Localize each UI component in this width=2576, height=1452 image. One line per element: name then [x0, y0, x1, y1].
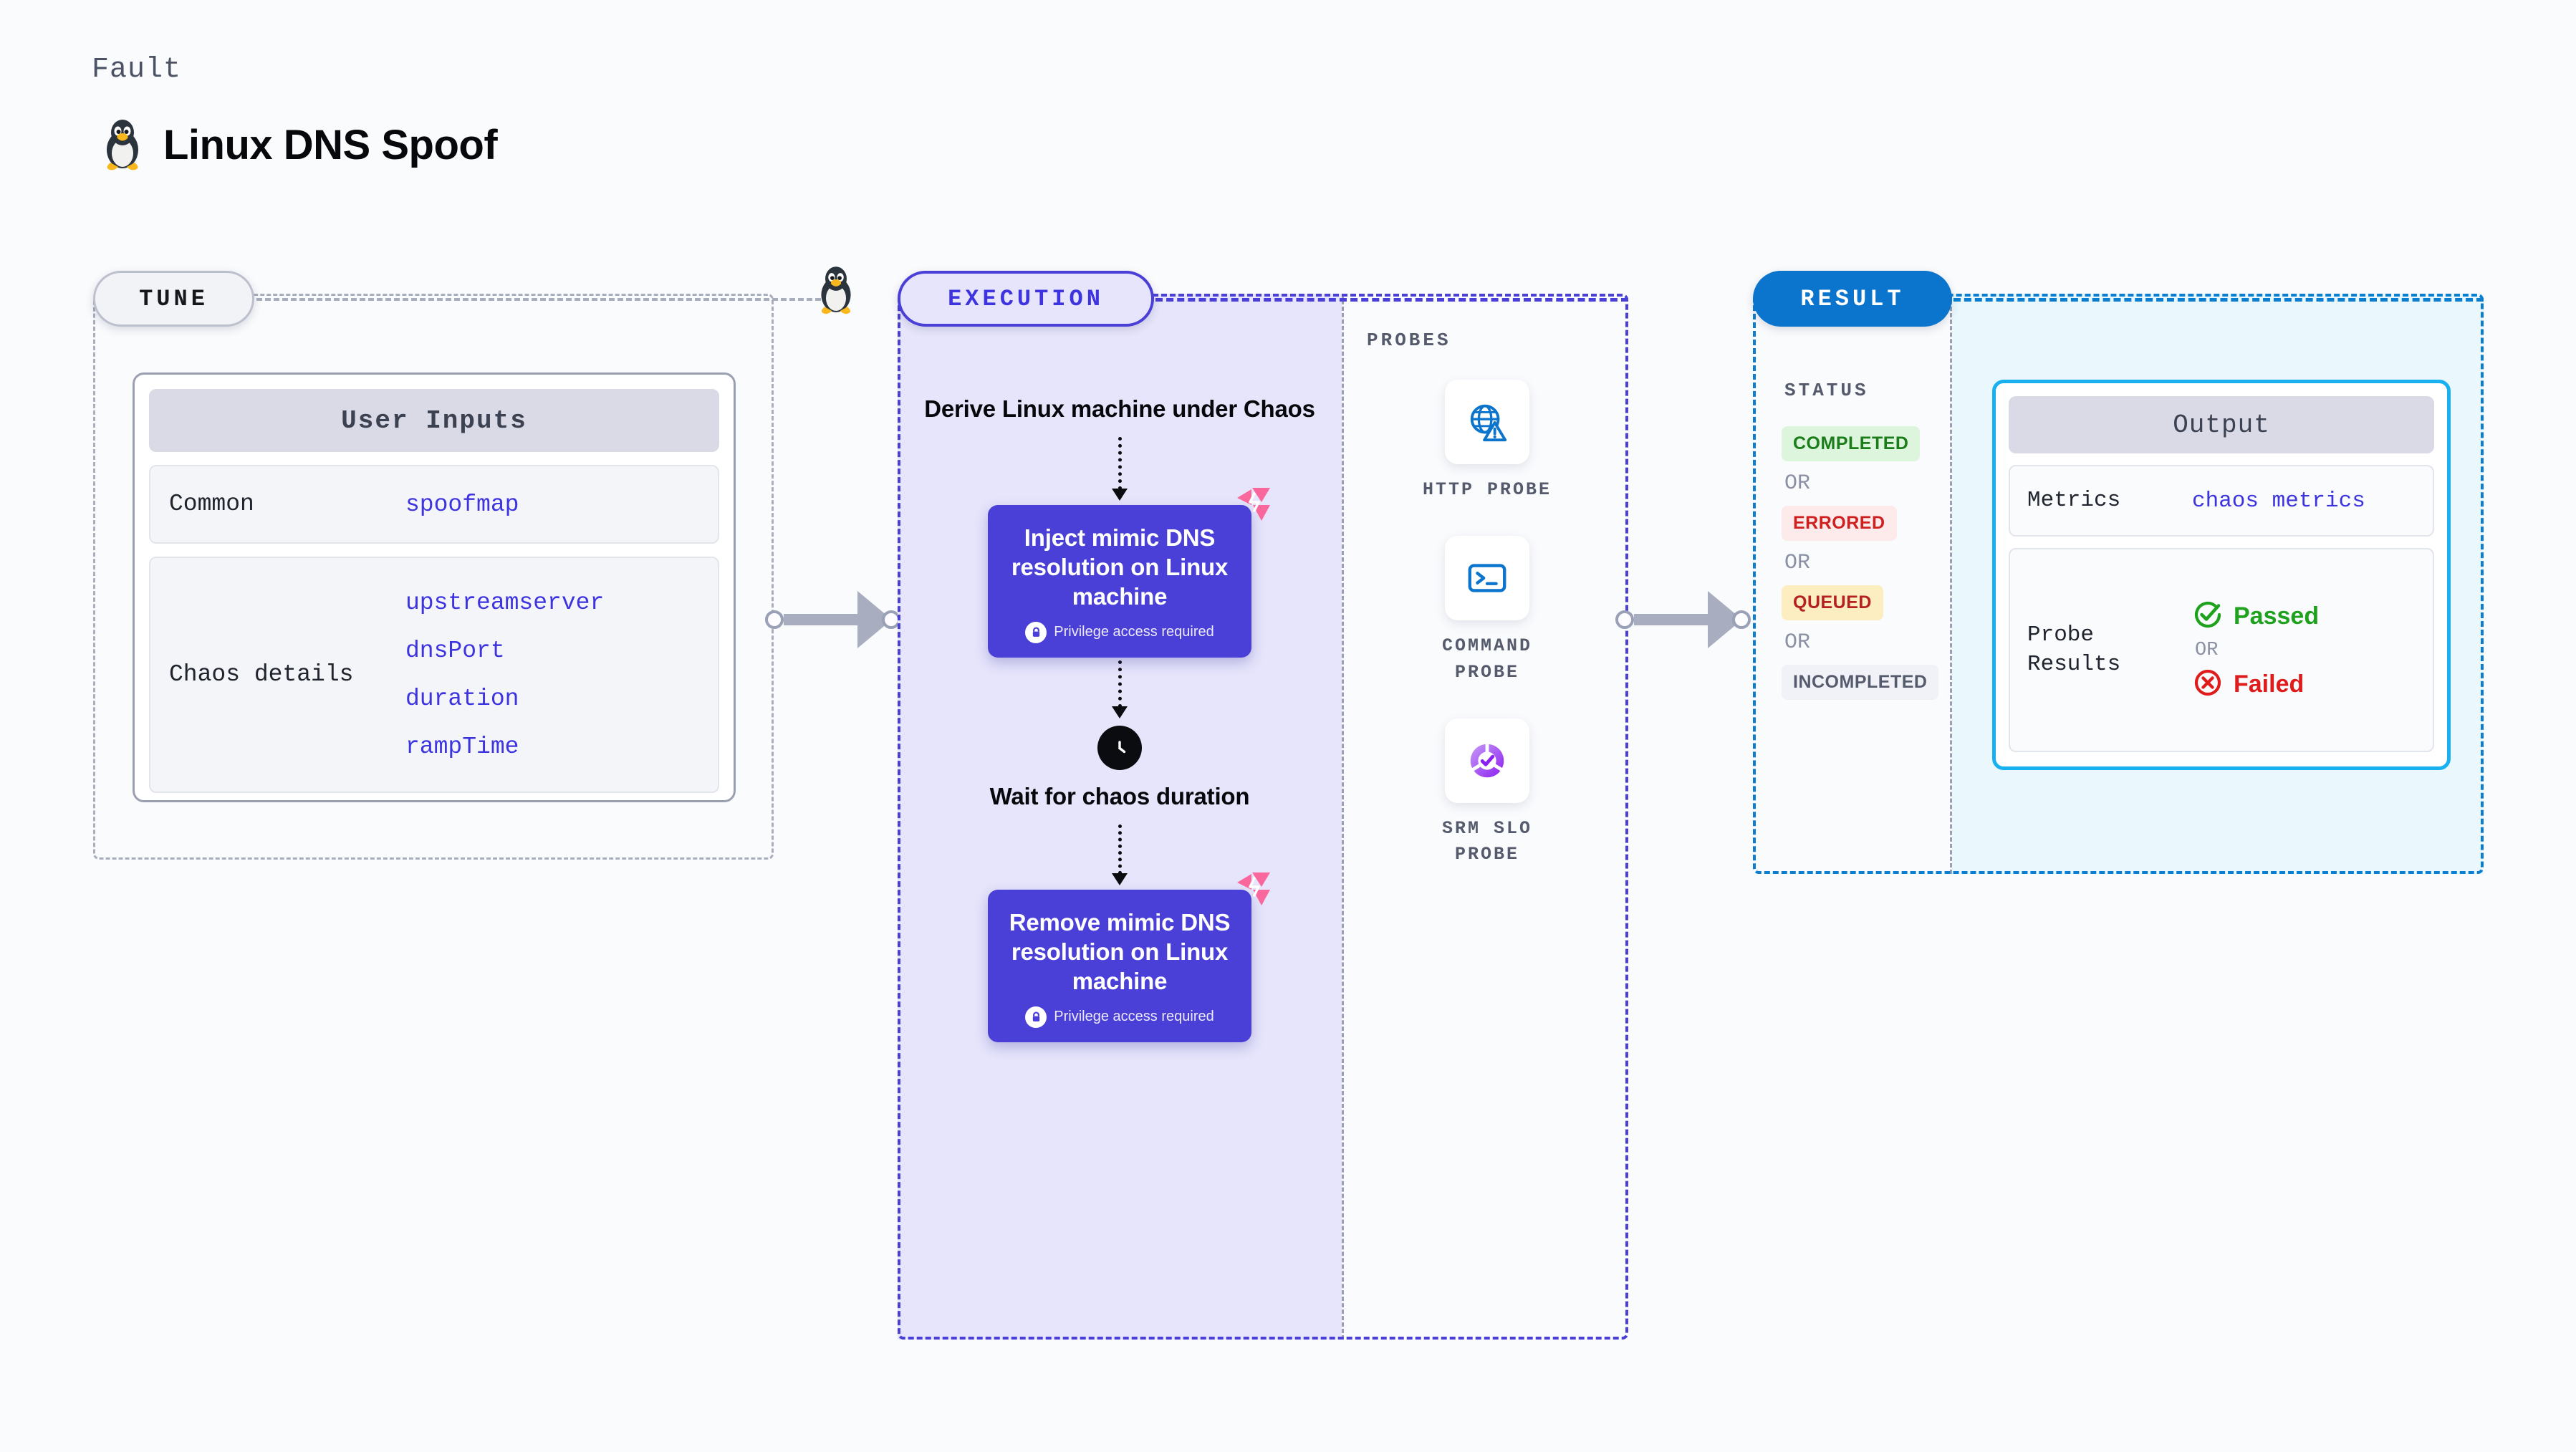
execution-connector-line: [1155, 298, 1628, 302]
execution-flow: Derive Linux machine under Chaos Inject …: [898, 394, 1342, 1042]
status-or-label: OR: [1784, 471, 1811, 496]
result-stage: STATUS COMPLETED OR ERRORED OR QUEUED OR…: [1753, 271, 2484, 874]
page-title-row: Linux DNS Spoof: [100, 118, 498, 171]
probe-result-failed: Failed: [2192, 667, 2319, 702]
probe-srm-slo[interactable]: SRM SLO PROBE: [1405, 718, 1570, 868]
execution-step-label: Remove mimic DNS resolution on Linux mac…: [1009, 909, 1231, 994]
output-key-probe-results: Probe Results: [2027, 622, 2121, 677]
linux-penguin-icon: [815, 265, 857, 319]
status-badge-queued: QUEUED: [1782, 585, 1883, 620]
output-key-metrics: Metrics: [2027, 487, 2121, 513]
input-param[interactable]: spoofmap: [405, 491, 519, 518]
probe-result-options: Passed OR Failed: [2192, 599, 2319, 702]
tune-stage: TUNE User Inputs Common: [93, 266, 851, 860]
connector-start-dot: [765, 610, 784, 629]
execution-step-derive: Derive Linux machine under Chaos: [924, 395, 1315, 422]
check-circle-icon: [2192, 599, 2224, 634]
status-badge-errored: ERRORED: [1782, 506, 1897, 541]
flow-arrow-down: [1112, 437, 1128, 501]
result-connector-line: [1953, 298, 2484, 302]
result-status-column: STATUS COMPLETED OR ERRORED OR QUEUED OR…: [1753, 294, 1952, 874]
tune-stage-pill[interactable]: TUNE: [93, 271, 254, 327]
result-output-panel: Output Metrics chaos metrics Probe Resul…: [1952, 294, 2484, 874]
user-inputs-card: User Inputs Common spoofmap Chaos detail…: [133, 372, 736, 802]
execution-step-remove[interactable]: Remove mimic DNS resolution on Linux mac…: [988, 872, 1270, 1042]
probe-result-failed-label: Failed: [2234, 670, 2305, 698]
flow-arrow-down: [1112, 824, 1128, 886]
probe-name: COMMAND PROBE: [1441, 635, 1533, 683]
tune-connector-line: [256, 298, 830, 301]
status-label: STATUS: [1784, 380, 1869, 401]
input-param[interactable]: duration: [405, 686, 519, 712]
connector-end-dot: [1732, 610, 1751, 629]
probe-command[interactable]: COMMAND PROBE: [1405, 536, 1570, 686]
execution-stage-pill[interactable]: EXECUTION: [898, 271, 1154, 327]
x-circle-icon: [2192, 667, 2224, 702]
connector-bar: [784, 614, 859, 625]
probe-result-passed-label: Passed: [2234, 602, 2320, 630]
globe-warning-icon: [1445, 380, 1529, 464]
user-inputs-row-chaos-details: Chaos details upstreamserver dnsPort dur…: [149, 557, 719, 793]
linux-penguin-icon: [100, 118, 145, 171]
clock-icon: [1097, 725, 1142, 770]
privilege-text: Privilege access required: [1054, 1009, 1214, 1025]
connector-tune-to-execution: [765, 591, 900, 648]
input-param[interactable]: dnsPort: [405, 638, 505, 664]
input-group-label: Common: [169, 491, 254, 518]
probes-panel: PROBES: [1342, 294, 1628, 1340]
result-stage-border: [1753, 294, 2484, 874]
status-badge-incompleted: INCOMPLETED: [1782, 665, 1939, 700]
status-or-label: OR: [1784, 551, 1811, 575]
execution-stage-border: [898, 294, 1628, 1340]
input-param[interactable]: upstreamserver: [405, 590, 605, 616]
status-badge-completed: COMPLETED: [1782, 426, 1921, 461]
privilege-note: Privilege access required: [1025, 621, 1214, 643]
execution-step-label: Inject mimic DNS resolution on Linux mac…: [1011, 524, 1229, 610]
chaos-badge-icon: [1233, 871, 1272, 910]
srm-slo-check-icon: [1445, 718, 1529, 803]
probe-name: HTTP PROBE: [1422, 479, 1552, 500]
connector-execution-to-result: [1615, 591, 1751, 648]
result-stage-pill[interactable]: RESULT: [1753, 271, 1952, 327]
connector-start-dot: [1615, 610, 1634, 629]
output-row-probe-results: Probe Results Passed OR: [2009, 548, 2434, 752]
input-value-list: spoofmap: [405, 491, 519, 518]
lock-icon: [1025, 621, 1047, 643]
privilege-note: Privilege access required: [1025, 1006, 1214, 1028]
user-inputs-row-common: Common spoofmap: [149, 465, 719, 544]
flow-arrow-down: [1112, 660, 1128, 718]
fault-kicker-label: Fault: [92, 54, 182, 86]
lock-icon: [1025, 1006, 1047, 1028]
probe-http[interactable]: HTTP PROBE: [1423, 380, 1552, 503]
chaos-badge-icon: [1233, 486, 1272, 526]
probe-result-or-label: OR: [2195, 639, 2219, 661]
execution-stage: PROBES: [898, 271, 1628, 1340]
input-value-list: upstreamserver dnsPort duration rampTime: [405, 590, 604, 760]
user-inputs-title: User Inputs: [149, 389, 719, 452]
status-list: COMPLETED OR ERRORED OR QUEUED OR INCOMP…: [1782, 426, 1939, 700]
terminal-icon: [1445, 536, 1529, 621]
status-or-label: OR: [1784, 630, 1811, 655]
output-card: Output Metrics chaos metrics Probe Resul…: [1992, 380, 2451, 770]
tune-stage-border: [93, 294, 774, 860]
execution-step-wait: Wait for chaos duration: [989, 782, 1250, 809]
probe-name: SRM SLO PROBE: [1441, 817, 1533, 865]
execution-step-inject[interactable]: Inject mimic DNS resolution on Linux mac…: [988, 488, 1270, 658]
connector-bar: [1634, 614, 1709, 625]
privilege-text: Privilege access required: [1054, 624, 1214, 640]
output-row-metrics: Metrics chaos metrics: [2009, 465, 2434, 537]
output-value-metrics[interactable]: chaos metrics: [2192, 488, 2365, 514]
probe-result-passed: Passed: [2192, 599, 2319, 634]
input-group-label: Chaos details: [169, 661, 354, 688]
output-title: Output: [2009, 396, 2434, 453]
probes-label: PROBES: [1367, 330, 1451, 351]
input-param[interactable]: rampTime: [405, 734, 519, 760]
page-title: Linux DNS Spoof: [163, 121, 498, 168]
probes-list: HTTP PROBE COMMAND PROBE: [1344, 380, 1630, 867]
